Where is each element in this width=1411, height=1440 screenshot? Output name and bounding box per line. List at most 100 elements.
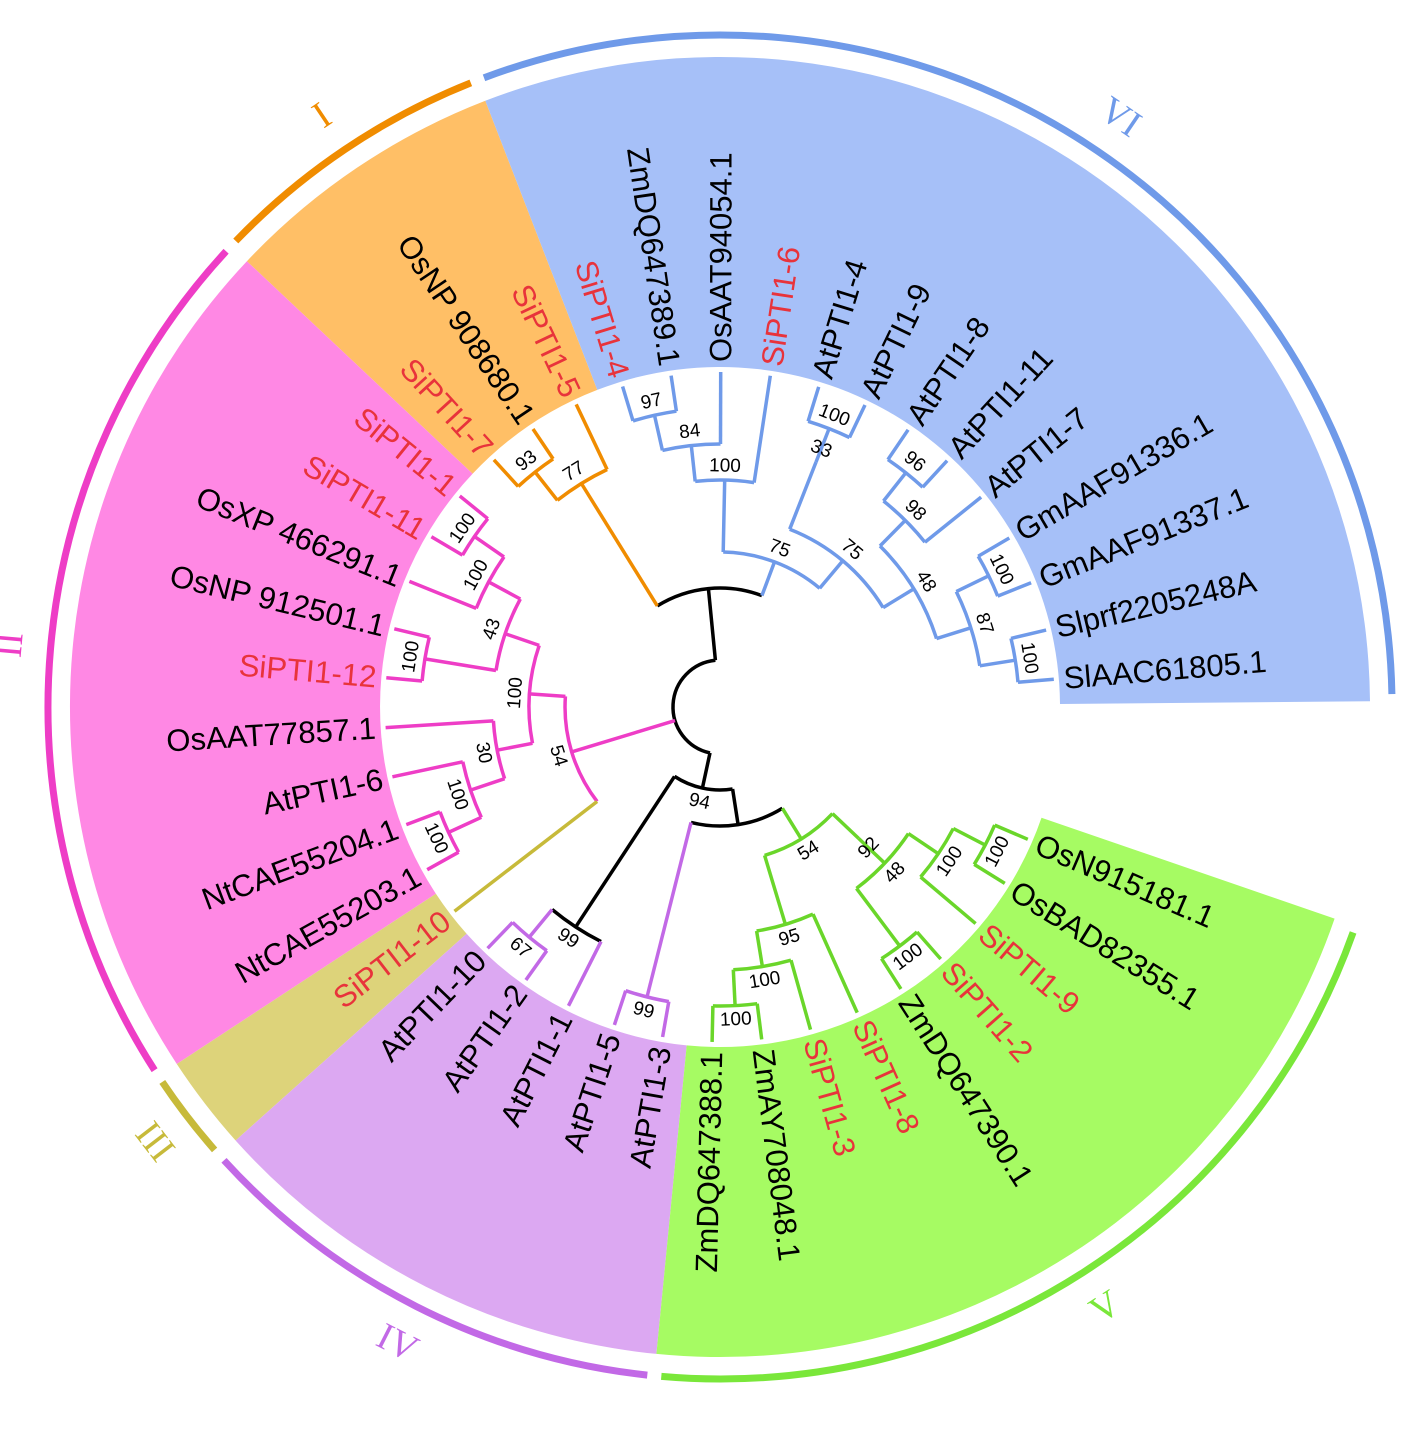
- bootstrap-value: 100: [504, 676, 527, 709]
- branch-line: [710, 1005, 715, 1042]
- branch-line: [788, 461, 818, 530]
- tree-branches: [385, 371, 1054, 1042]
- branch-arc: [733, 958, 792, 972]
- branch-line: [994, 823, 1029, 841]
- branch-line: [424, 657, 497, 673]
- branch-line: [730, 788, 740, 825]
- clade-sector-i: [246, 100, 598, 474]
- clade-label-ii: II: [0, 630, 32, 659]
- branch-line: [857, 837, 886, 865]
- branch-line: [566, 940, 603, 1007]
- branch-arc: [690, 806, 784, 828]
- bootstrap-value: 100: [981, 833, 1014, 871]
- clade-label-iv: IV: [370, 1315, 425, 1371]
- branch-line: [571, 718, 676, 754]
- branch-arc: [972, 824, 997, 866]
- branch-line: [780, 807, 803, 840]
- branch-line: [878, 519, 907, 548]
- bootstrap-value: 43: [479, 616, 506, 643]
- branch-line: [955, 574, 990, 594]
- branch-line: [915, 930, 943, 961]
- branch-line: [574, 403, 609, 471]
- branch-line: [660, 1001, 671, 1038]
- clade-label-v: V: [1082, 1282, 1128, 1332]
- branch-line: [755, 1003, 764, 1040]
- branch-line: [504, 632, 540, 648]
- branch-line: [923, 495, 983, 544]
- branch-line: [919, 875, 977, 925]
- branch-line: [458, 494, 489, 521]
- branch-line: [762, 854, 788, 925]
- branch-arc: [550, 908, 602, 944]
- branch-line: [752, 375, 773, 483]
- branch-line: [997, 581, 1032, 598]
- branch-line: [392, 760, 464, 779]
- branch-arc: [527, 644, 541, 744]
- clade-sector-ii: [69, 261, 473, 1064]
- branch-arc: [563, 696, 599, 803]
- clade-arc-iv: [221, 1157, 648, 1379]
- branch-line: [620, 385, 635, 422]
- branch-line: [430, 535, 464, 557]
- bootstrap-value: 84: [678, 420, 702, 443]
- branch-line: [579, 482, 659, 607]
- branch-line: [811, 913, 859, 1014]
- branch-line: [492, 458, 520, 488]
- clade-sector-iii: [176, 893, 467, 1141]
- leaf-label: OsAAT94054.1: [703, 152, 738, 362]
- branch-arc: [461, 761, 483, 819]
- branch-arc: [882, 499, 927, 544]
- branch-line: [486, 921, 514, 950]
- branch-arc: [656, 586, 763, 608]
- branch-line: [973, 862, 1006, 885]
- bootstrap-value: 100: [747, 967, 782, 993]
- branch-line: [405, 810, 441, 827]
- branch-arc: [764, 812, 834, 858]
- bootstrap-value: 100: [719, 1008, 752, 1031]
- branch-line: [652, 414, 665, 451]
- clade-sector-v: [656, 817, 1335, 1358]
- branch-line: [408, 579, 477, 611]
- branch-arc: [695, 478, 755, 485]
- branch-line: [524, 949, 549, 982]
- clade-arcs: [44, 31, 1396, 1383]
- bootstrap-value: 100: [460, 556, 494, 594]
- bootstrap-value: 97: [639, 389, 664, 414]
- clade-arc-ii: [44, 248, 229, 1073]
- branch-arc: [723, 550, 821, 590]
- branch-line: [645, 821, 693, 998]
- branch-line: [886, 428, 910, 461]
- branch-line: [814, 427, 831, 463]
- branch-line: [533, 470, 559, 502]
- branch-arc: [712, 1001, 758, 1008]
- bootstrap-value: 54: [545, 743, 571, 770]
- branch-arc: [556, 467, 608, 502]
- branch-line: [831, 812, 860, 840]
- bootstrap-value: 100: [445, 509, 480, 547]
- bootstrap-value: 94: [687, 789, 713, 814]
- branch-arc: [855, 832, 910, 890]
- bootstrap-value: 99: [631, 998, 657, 1024]
- branch-line: [1017, 677, 1054, 684]
- branch-line: [952, 826, 987, 847]
- clade-label-vi: VI: [1092, 88, 1149, 145]
- bootstrap-value: 30: [471, 740, 496, 765]
- branch-arc: [474, 555, 506, 610]
- bootstrap-value: 100: [889, 939, 927, 975]
- leaf-label: ZmDQ647388.1: [689, 1051, 729, 1272]
- branch-line: [754, 930, 765, 967]
- branch-line: [880, 957, 903, 990]
- branch-line: [789, 959, 813, 1031]
- branch-line: [529, 692, 566, 699]
- branch-line: [689, 445, 697, 482]
- clade-arc-i: [233, 79, 473, 244]
- branch-line: [979, 658, 1016, 668]
- branch-line: [882, 471, 908, 503]
- branch-arc: [671, 658, 716, 755]
- branch-line: [855, 887, 902, 947]
- branch-line: [385, 719, 494, 730]
- clade-sectors: [69, 56, 1370, 1358]
- branch-line: [977, 536, 1011, 558]
